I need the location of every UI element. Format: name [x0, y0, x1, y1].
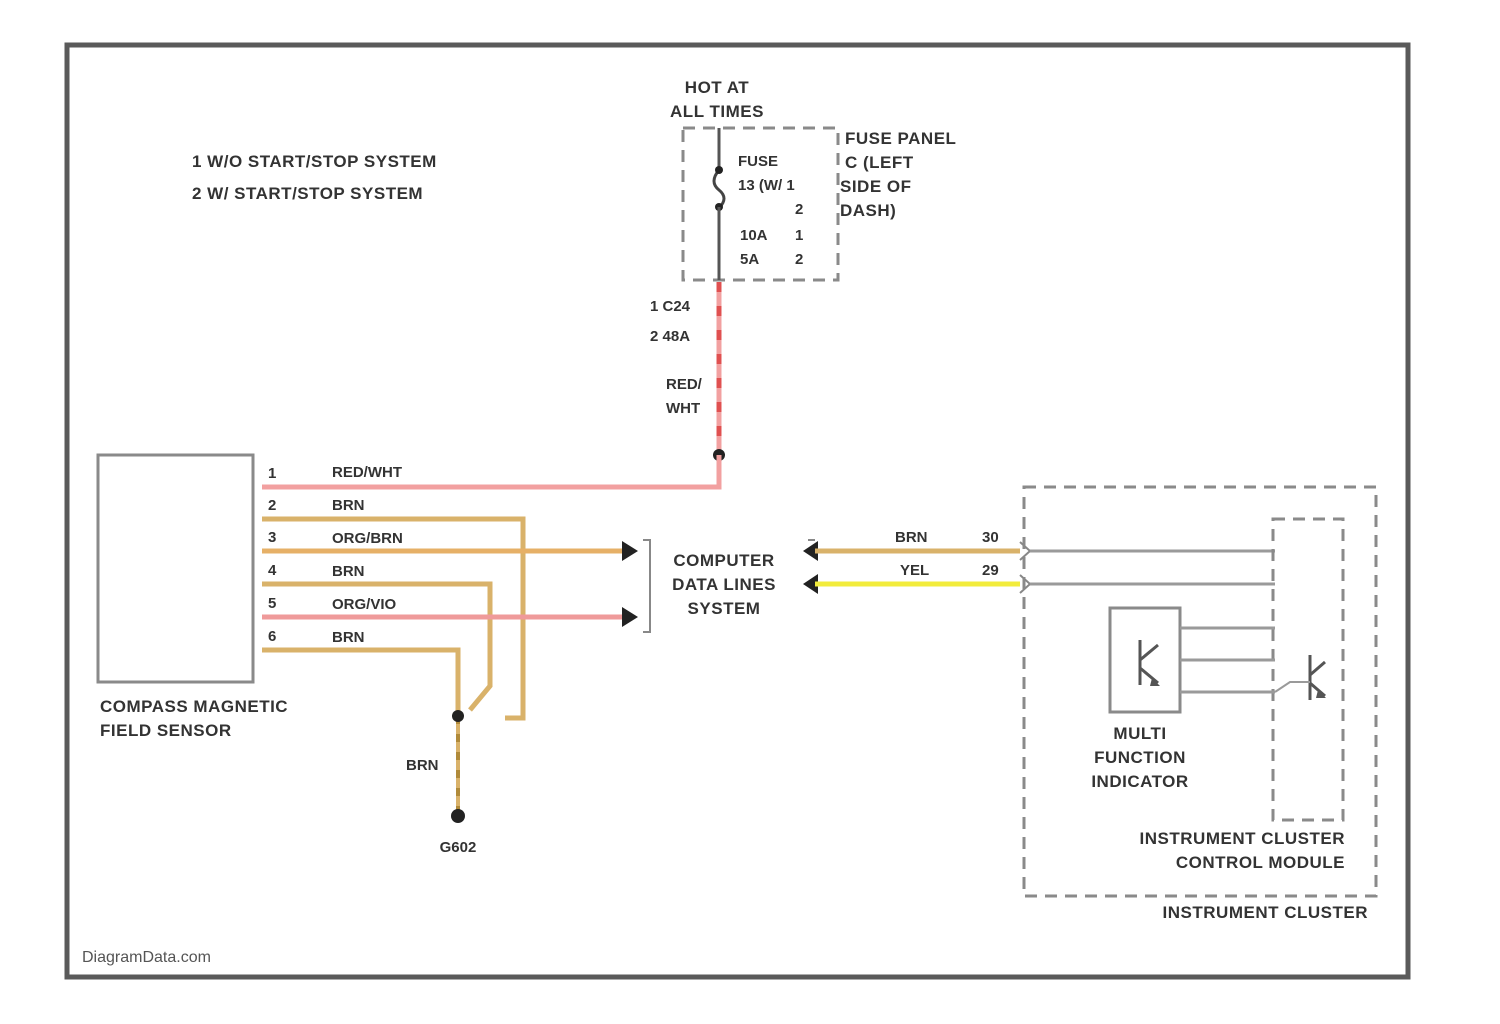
instrument-cluster: MULTI FUNCTION INDICATOR INSTRUMENT CLUS…	[1020, 487, 1376, 922]
mfi-label-3: INDICATOR	[1091, 772, 1188, 791]
pin-number: 5	[268, 595, 276, 612]
pin-note-2: 2 48A	[650, 328, 690, 345]
arrow-right	[622, 541, 638, 561]
watermark: DiagramData.com	[82, 949, 211, 966]
fuse-label: FUSE	[738, 153, 778, 170]
pin-number: 3	[268, 529, 276, 546]
fuse-panel-box	[683, 128, 838, 280]
wire-label: ORG/VIO	[332, 596, 397, 613]
pin-number: 6	[268, 628, 276, 645]
sensor-label-1: COMPASS MAGNETIC	[100, 697, 288, 716]
wire-label: BRN	[332, 497, 365, 514]
data-lines-label-1: COMPUTER	[673, 551, 774, 570]
pin-note-1: 1 C24	[650, 298, 691, 315]
notes-legend: 1 W/O START/STOP SYSTEM 2 W/ START/STOP …	[192, 152, 437, 203]
mfi-box	[1110, 608, 1180, 712]
fuse-amp-1: 10A	[740, 227, 768, 244]
cluster-wire-label: YEL	[900, 562, 929, 579]
cluster-pin-number: 30	[982, 529, 999, 546]
cluster-wire-label: BRN	[895, 529, 928, 546]
panel-label-2: C (LEFT	[845, 153, 914, 172]
mfi-label-1: MULTI	[1113, 724, 1166, 743]
wire-label: ORG/BRN	[332, 530, 403, 547]
icm-box	[1273, 519, 1343, 820]
ground-label: G602	[440, 839, 477, 856]
note-2: 2 W/ START/STOP SYSTEM	[192, 184, 423, 203]
panel-label-4: DASH)	[840, 201, 896, 220]
wire-label: RED/WHT	[332, 464, 402, 481]
ground-wire-label: BRN	[406, 757, 439, 774]
power-wire-color-2: WHT	[666, 400, 700, 417]
ground-point	[451, 809, 465, 823]
wire-pin-6	[262, 650, 458, 712]
ground-circuit: BRN G602	[406, 710, 476, 856]
cluster-wires: BRN YEL 30 29	[815, 529, 1020, 584]
data-line-arrows: COMPUTER DATA LINES SYSTEM	[622, 540, 818, 632]
panel-label-1: FUSE PANEL	[845, 129, 956, 148]
icm-label-1: INSTRUMENT CLUSTER	[1140, 829, 1345, 848]
data-lines-label-3: SYSTEM	[688, 599, 761, 618]
wire-label: BRN	[332, 563, 365, 580]
icm-label-2: CONTROL MODULE	[1176, 853, 1345, 872]
sensor-label-2: FIELD SENSOR	[100, 721, 232, 740]
hot-at-label: HOT AT	[685, 78, 749, 97]
compass-sensor: COMPASS MAGNETIC FIELD SENSOR	[98, 455, 288, 740]
pin-number: 4	[268, 562, 277, 579]
fuse-amp-mark-1: 1	[795, 227, 803, 244]
wire-pin-1	[262, 455, 719, 487]
note-1: 1 W/O START/STOP SYSTEM	[192, 152, 437, 171]
pin-number: 2	[268, 497, 276, 514]
fuse-number: 13 (W/ 1	[738, 177, 795, 194]
data-lines-label-2: DATA LINES	[672, 575, 776, 594]
cluster-pin-number: 29	[982, 562, 999, 579]
power-wire-color-1: RED/	[666, 376, 703, 393]
fuse-symbol	[714, 170, 724, 208]
panel-label-3: SIDE OF	[840, 177, 912, 196]
ground-splice	[452, 710, 464, 722]
mfi-label-2: FUNCTION	[1094, 748, 1186, 767]
pin-number: 1	[268, 465, 276, 482]
sensor-box	[98, 455, 253, 682]
arrow-right	[622, 607, 638, 627]
fuse-mark-2: 2	[795, 201, 803, 218]
cluster-label: INSTRUMENT CLUSTER	[1163, 903, 1368, 922]
fuse-amp-2: 5A	[740, 251, 759, 268]
fuse-panel: HOT AT ALL TIMES FUSE 13 (W/ 1 2 10A 1 5…	[650, 78, 956, 417]
wire-label: BRN	[332, 629, 365, 646]
all-times-label: ALL TIMES	[670, 102, 764, 121]
fuse-amp-mark-2: 2	[795, 251, 803, 268]
